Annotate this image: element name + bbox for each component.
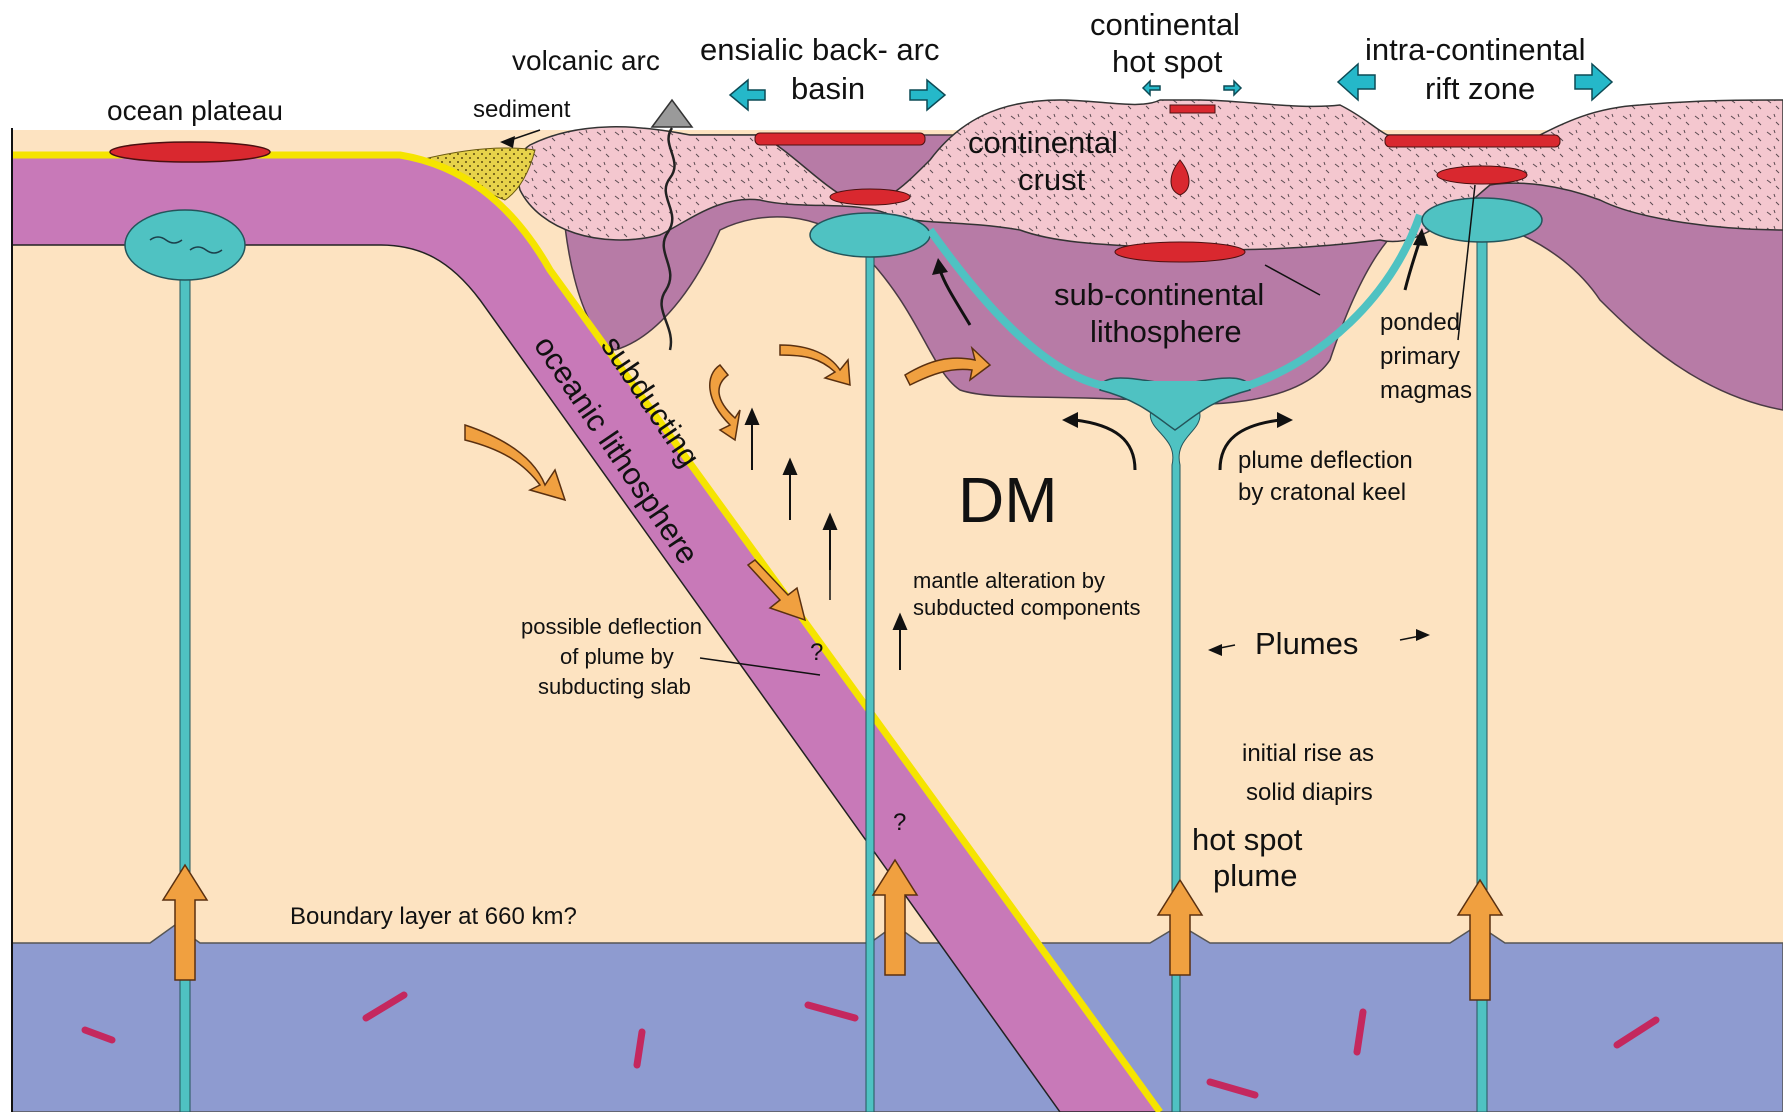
label-plumes: Plumes — [1255, 626, 1358, 661]
label-ponded-2: primary — [1380, 343, 1460, 370]
label-ocean-plateau: ocean plateau — [107, 95, 283, 126]
label-plume-deflection-2: by cratonal keel — [1238, 479, 1406, 506]
label-crust-2: crust — [1018, 162, 1086, 197]
label-hot-spot-1: continental — [1090, 7, 1240, 42]
label-initial-rise-2: solid diapirs — [1246, 779, 1373, 806]
label-back-arc-2: basin — [791, 71, 865, 106]
label-lithosphere-1: sub-continental — [1054, 277, 1264, 312]
label-dm: DM — [958, 464, 1058, 536]
label-hot-spot-plume-1: hot spot — [1192, 822, 1303, 857]
label-plume-deflection-1: plume deflection — [1238, 447, 1413, 474]
label-mantle-alteration-2: subducted components — [913, 595, 1141, 620]
label-lithosphere-2: lithosphere — [1090, 314, 1242, 349]
label-boundary-layer: Boundary layer at 660 km? — [290, 903, 577, 930]
arc-volcano — [652, 100, 692, 127]
label-possible-deflection-1: possible deflection — [521, 614, 702, 639]
label-rift-2: rift zone — [1425, 71, 1535, 106]
label-question-1: ? — [810, 639, 823, 666]
label-ponded-3: magmas — [1380, 377, 1472, 404]
hot-spot-lens — [1170, 105, 1215, 113]
label-question-2: ? — [893, 809, 906, 836]
label-possible-deflection-2: of plume by — [560, 644, 674, 669]
label-crust-1: continental — [968, 125, 1118, 160]
label-rift-1: intra-continental — [1365, 32, 1586, 67]
back-arc-lens — [755, 133, 925, 145]
label-back-arc-1: ensialic back- arc — [700, 32, 939, 67]
ocean-plateau-lens — [110, 142, 270, 162]
label-ponded-1: ponded — [1380, 309, 1460, 336]
label-mantle-alteration-1: mantle alteration by — [913, 568, 1105, 593]
label-hot-spot-plume-2: plume — [1213, 858, 1297, 893]
rift-lens — [1385, 135, 1560, 147]
label-sediment: sediment — [473, 96, 571, 123]
label-possible-deflection-3: subducting slab — [538, 674, 691, 699]
label-initial-rise-1: initial rise as — [1242, 740, 1374, 767]
label-hot-spot-2: hot spot — [1112, 44, 1223, 79]
label-volcanic-arc: volcanic arc — [512, 45, 660, 76]
